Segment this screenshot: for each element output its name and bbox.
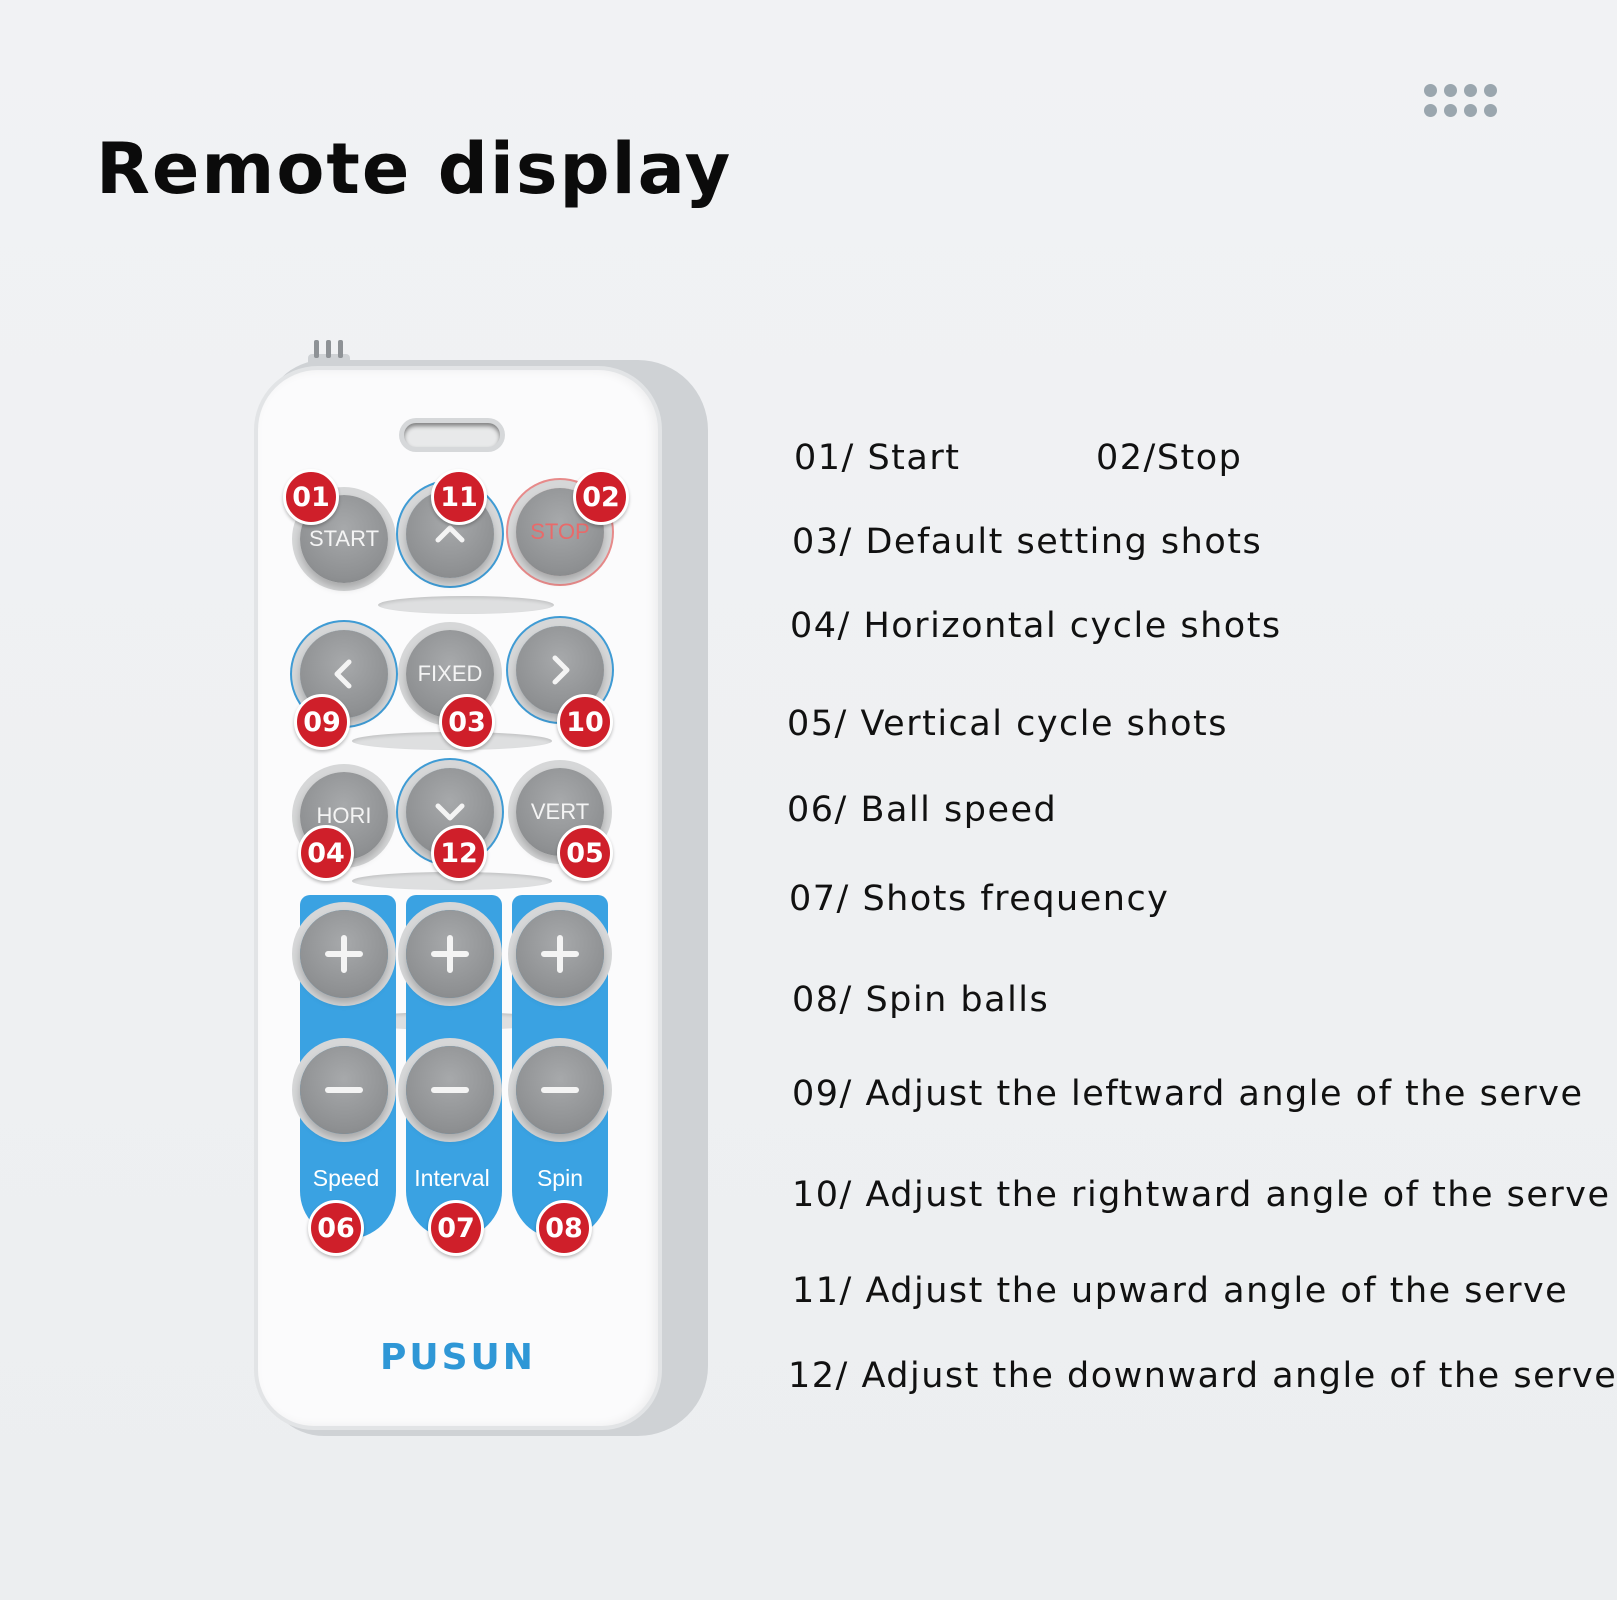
interval-plus-button[interactable]: [406, 910, 494, 998]
minus-icon: [541, 1087, 579, 1093]
separator: [378, 596, 554, 614]
speed-plus-button[interactable]: [300, 910, 388, 998]
chevron-up-icon: [435, 525, 465, 543]
page-title: Remote display: [96, 128, 733, 210]
badge-12: 12: [431, 825, 487, 881]
chevron-down-icon: [435, 803, 465, 821]
legend-item-09: 09/ Adjust the leftward angle of the ser…: [792, 1074, 1584, 1114]
badge-07: 07: [428, 1200, 484, 1256]
legend-item-08: 08/ Spin balls: [792, 980, 1050, 1020]
chevron-left-icon: [334, 659, 352, 689]
badge-01: 01: [283, 469, 339, 525]
plus-icon: [541, 935, 579, 973]
start-button[interactable]: START: [300, 495, 388, 583]
minus-icon: [431, 1087, 469, 1093]
badge-04: 04: [298, 825, 354, 881]
brand-logo: PUSUN: [380, 1337, 536, 1378]
interval-minus-button[interactable]: [406, 1046, 494, 1134]
badge-06: 06: [308, 1200, 364, 1256]
badge-08: 08: [536, 1200, 592, 1256]
dots-menu-icon: [1424, 84, 1498, 120]
spin-plus-button[interactable]: [516, 910, 604, 998]
badge-10: 10: [557, 694, 613, 750]
legend-item-11: 11/ Adjust the upward angle of the serve: [792, 1271, 1569, 1311]
speed-minus-button[interactable]: [300, 1046, 388, 1134]
badge-11: 11: [431, 469, 487, 525]
plus-icon: [431, 935, 469, 973]
spin-minus-button[interactable]: [516, 1046, 604, 1134]
minus-icon: [325, 1087, 363, 1093]
legend-item-05: 05/ Vertical cycle shots: [787, 704, 1228, 744]
legend-item-01: 01/ Start: [794, 438, 961, 478]
interval-label: Interval: [414, 1165, 490, 1191]
badge-09: 09: [294, 694, 350, 750]
badge-05: 05: [557, 825, 613, 881]
speed-label: Speed: [312, 1165, 380, 1191]
plus-icon: [325, 935, 363, 973]
legend-item-10: 10/ Adjust the rightward angle of the se…: [792, 1175, 1611, 1215]
badge-02: 02: [573, 469, 629, 525]
badge-03: 03: [439, 694, 495, 750]
legend-item-03: 03/ Default setting shots: [792, 522, 1263, 562]
led-indicator: [404, 423, 500, 447]
chevron-right-icon: [552, 655, 570, 685]
legend-item-02: 02/Stop: [1096, 438, 1243, 478]
separator: [352, 872, 552, 890]
legend-item-12: 12/ Adjust the downward angle of the ser…: [788, 1356, 1617, 1396]
legend-item-07: 07/ Shots frequency: [789, 879, 1170, 919]
legend-item-04: 04/ Horizontal cycle shots: [790, 606, 1282, 646]
spin-label: Spin: [536, 1165, 584, 1191]
legend-item-06: 06/ Ball speed: [787, 790, 1058, 830]
